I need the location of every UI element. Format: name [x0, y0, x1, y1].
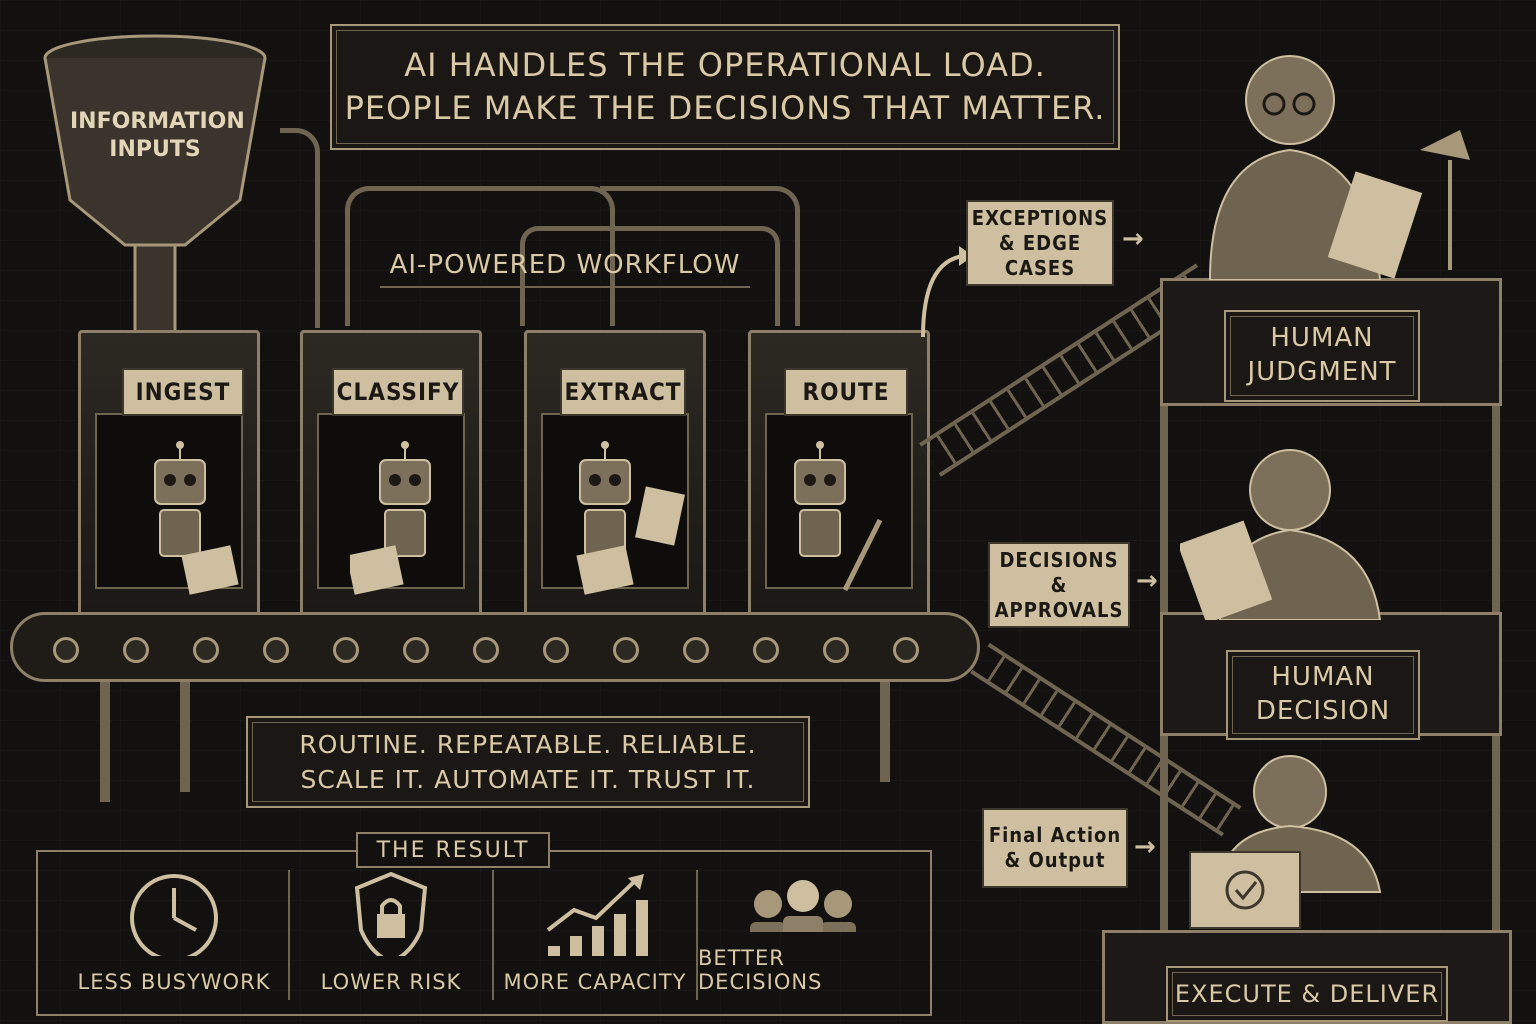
robot-icon	[794, 441, 883, 592]
clock-icon	[130, 874, 218, 956]
handoff-final-action: Final Action & Output	[982, 808, 1128, 888]
result-label: BETTER DECISIONS	[698, 946, 823, 994]
conveyor-leg	[880, 682, 890, 782]
roller-icon	[123, 637, 149, 663]
tagline-line-2: SCALE IT. AUTOMATE IT. TRUST IT.	[300, 765, 756, 794]
result-item-better-decisions: BETTER DECISIONS	[698, 870, 908, 1010]
funnel-label-line-1: INFORMATION	[70, 109, 245, 134]
headline-line-2: PEOPLE MAKE THE DECISIONS THAT MATTER.	[344, 89, 1106, 127]
growth-chart-icon	[546, 874, 648, 956]
workflow-label: AI-POWERED WORKFLOW	[380, 250, 750, 288]
person-decision-icon	[1180, 449, 1382, 620]
roller-icon	[543, 637, 569, 663]
robot-icon	[350, 441, 431, 595]
result-title: THE RESULT	[356, 832, 550, 868]
execute-deliver-plate: EXECUTE & DELIVER	[1166, 966, 1448, 1022]
roller-icon	[823, 637, 849, 663]
headline-line-1: AI HANDLES THE OPERATIONAL LOAD.	[404, 45, 1046, 84]
conveyor-belt	[10, 612, 980, 682]
conveyor-leg	[180, 682, 190, 792]
human-judgment-plate: HUMAN JUDGMENT	[1224, 310, 1420, 402]
roller-icon	[893, 637, 919, 663]
result-label: LOWER RISK	[320, 970, 462, 994]
conveyor-leg	[100, 682, 110, 802]
roller-icon	[403, 637, 429, 663]
roller-icon	[263, 637, 289, 663]
pipe-top-1	[280, 128, 320, 328]
handoff-exceptions: EXCEPTIONS & EDGE CASES	[966, 200, 1114, 286]
shield-lock-icon	[354, 871, 428, 956]
funnel-graphic	[43, 34, 267, 342]
robot-icon	[154, 441, 239, 595]
handoff-decisions: DECISIONS & APPROVALS	[988, 542, 1130, 628]
roller-icon	[473, 637, 499, 663]
pipe-top-3	[600, 186, 800, 326]
robot-icon	[576, 441, 685, 595]
roller-icon	[683, 637, 709, 663]
stage-label-classify: CLASSIFY	[332, 368, 464, 416]
roller-icon	[753, 637, 779, 663]
headline-banner: AI HANDLES THE OPERATIONAL LOAD. PEOPLE …	[330, 24, 1120, 150]
arrow-right-icon: →	[1134, 832, 1156, 862]
tagline-line-1: ROUTINE. REPEATABLE. RELIABLE.	[299, 730, 757, 759]
result-divider	[288, 870, 290, 1000]
person-judgment-icon	[1208, 55, 1470, 280]
result-item-less-busywork: LESS BUSYWORK	[60, 870, 288, 1010]
result-item-more-capacity: MORE CAPACITY	[494, 870, 696, 1010]
roller-icon	[193, 637, 219, 663]
funnel-label-line-2: INPUTS	[109, 136, 201, 162]
roller-icon	[333, 637, 359, 663]
pipe-top-2	[345, 186, 615, 326]
people-icon	[750, 880, 856, 932]
roller-icon	[53, 637, 79, 663]
result-item-lower-risk: LOWER RISK	[290, 870, 492, 1010]
stage-label-ingest: INGEST	[122, 368, 244, 416]
tagline-banner: ROUTINE. REPEATABLE. RELIABLE. SCALE IT.…	[246, 716, 810, 808]
human-decision-plate: HUMAN DECISION	[1226, 650, 1420, 740]
roller-icon	[613, 637, 639, 663]
stage-label-route: ROUTE	[784, 368, 908, 416]
result-label: LESS BUSYWORK	[77, 970, 271, 994]
stage-label-extract: EXTRACT	[560, 368, 686, 416]
result-label: MORE CAPACITY	[503, 970, 687, 994]
result-divider	[696, 870, 698, 1000]
person-execute-icon	[1189, 755, 1382, 929]
arrow-right-icon: →	[1136, 566, 1158, 596]
result-divider	[492, 870, 494, 1000]
pipe-top-4	[520, 226, 780, 326]
arrow-right-icon: →	[1122, 224, 1144, 254]
